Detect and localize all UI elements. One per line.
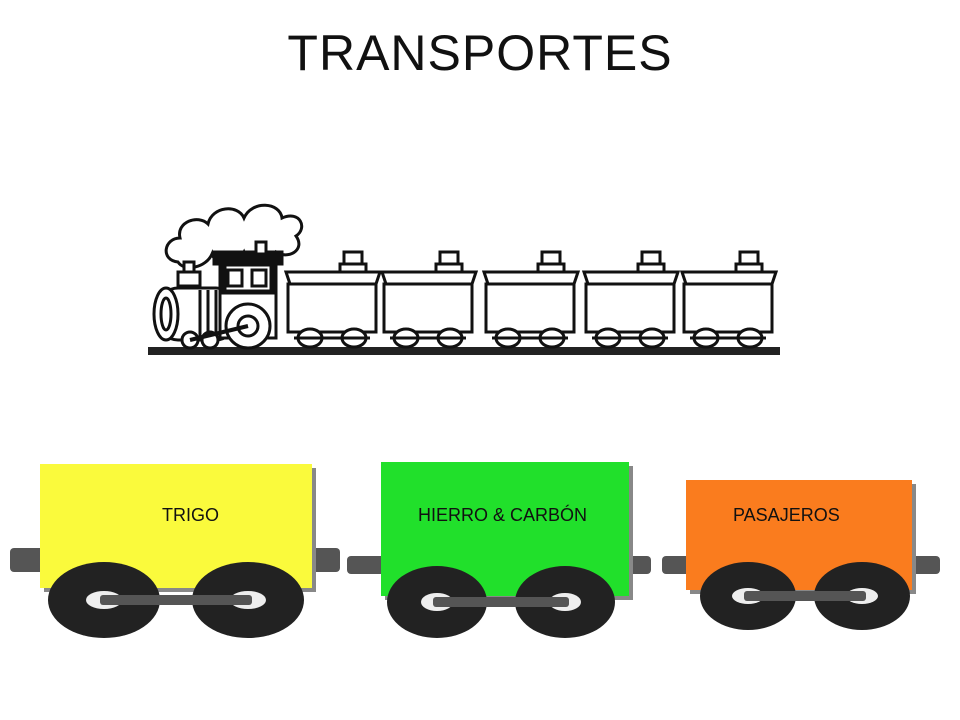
wagon-pasajeros[interactable] [660, 476, 945, 636]
page-title: TRANSPORTES [287, 25, 673, 81]
train-illustration [148, 203, 780, 355]
wagon-hierro-carbon[interactable] [345, 460, 655, 640]
wagon-label-pasajeros: PASAJEROS [733, 505, 840, 525]
wagon-label-trigo: TRIGO [162, 505, 219, 525]
wagon-trigo[interactable] [8, 462, 353, 640]
wagon-label-hierro-carbon: HIERRO & CARBÓN [418, 505, 588, 525]
